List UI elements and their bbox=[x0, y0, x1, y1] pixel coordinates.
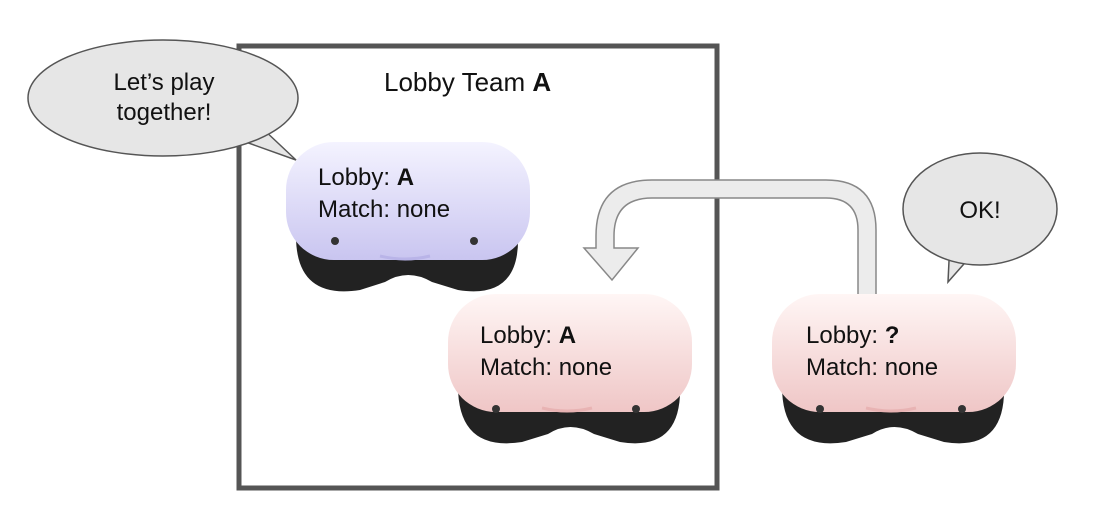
match-value: none bbox=[558, 354, 613, 381]
match-value: none bbox=[884, 354, 939, 381]
bubble-left-line1: Let’s play bbox=[113, 69, 215, 96]
lobby-label: Lobby: bbox=[318, 164, 391, 191]
headset-pink-inside bbox=[448, 294, 692, 444]
headset-purple-label: Lobby: A Match: none bbox=[318, 162, 450, 226]
match-line: Match: none bbox=[480, 352, 612, 384]
lobby-title: Lobby Team A bbox=[384, 66, 551, 98]
match-label: Match: bbox=[806, 354, 879, 381]
lobby-value: A bbox=[396, 164, 415, 191]
speech-bubble-left-text: Let’s play together! bbox=[70, 68, 258, 128]
lobby-value: A bbox=[558, 322, 577, 349]
bubble-left-line2: together! bbox=[116, 99, 212, 126]
lobby-title-text: Lobby Team bbox=[384, 67, 526, 97]
headset-pink-inside-label: Lobby: A Match: none bbox=[480, 320, 612, 384]
match-line: Match: none bbox=[318, 194, 450, 226]
headset-pink-outside bbox=[772, 294, 1016, 444]
lobby-line: Lobby: ? bbox=[806, 320, 938, 352]
match-label: Match: bbox=[480, 354, 553, 381]
join-arrow bbox=[582, 179, 877, 299]
match-line: Match: none bbox=[806, 352, 938, 384]
speech-bubble-right bbox=[902, 152, 1058, 285]
headset-purple bbox=[286, 142, 530, 292]
lobby-value: ? bbox=[884, 322, 900, 349]
lobby-box bbox=[236, 43, 720, 491]
lobby-label: Lobby: bbox=[806, 322, 879, 349]
speech-bubble-left bbox=[27, 39, 299, 161]
lobby-line: Lobby: A bbox=[318, 162, 450, 194]
match-value: none bbox=[396, 196, 451, 223]
speech-bubble-right-text: OK! bbox=[959, 197, 1001, 224]
match-label: Match: bbox=[318, 196, 391, 223]
lobby-title-team: A bbox=[532, 67, 552, 97]
headset-pink-outside-label: Lobby: ? Match: none bbox=[806, 320, 938, 384]
lobby-line: Lobby: A bbox=[480, 320, 612, 352]
lobby-label: Lobby: bbox=[480, 322, 553, 349]
